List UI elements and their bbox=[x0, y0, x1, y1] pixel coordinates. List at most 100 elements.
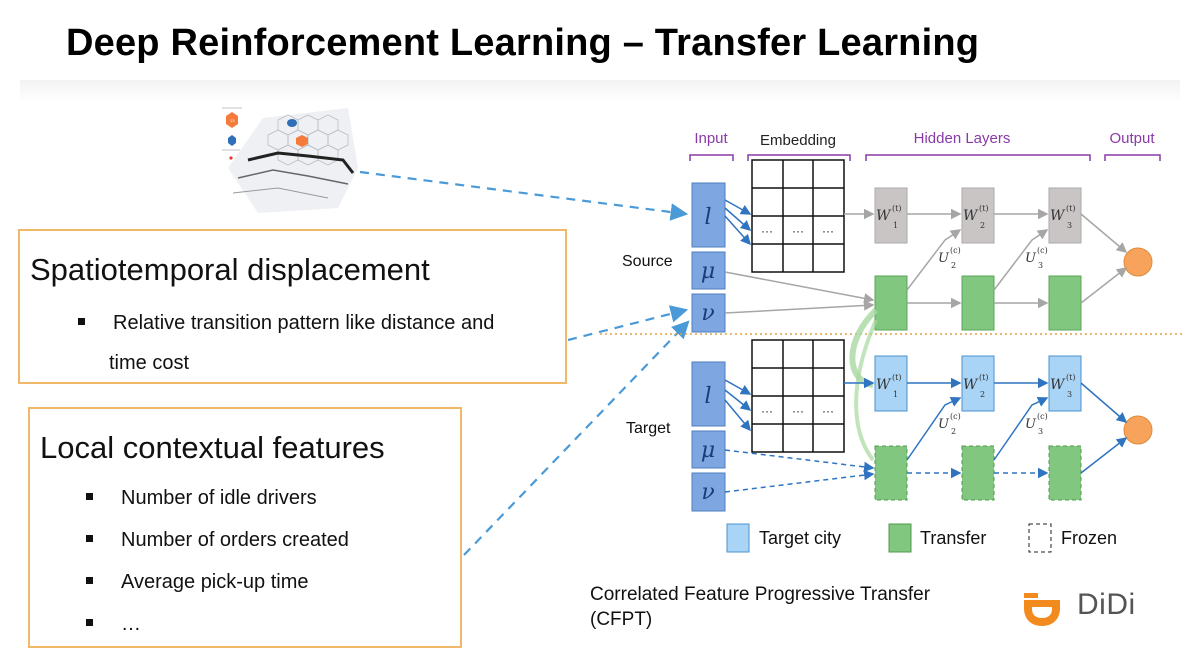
lateral-label: U bbox=[1025, 417, 1037, 432]
target-hidden-3 bbox=[1048, 355, 1082, 412]
feature-arrows bbox=[359, 170, 690, 556]
weight-label: W bbox=[963, 377, 979, 393]
spatiotemporal-bullet-cont: time cost bbox=[109, 352, 190, 374]
legend-target-swatch bbox=[726, 523, 750, 553]
bullet-text: Relative transition pattern like distanc… bbox=[113, 312, 495, 334]
local-features-heading: Local contextual features bbox=[40, 430, 385, 465]
weight-sub: 3 bbox=[1067, 390, 1072, 399]
legend-frozen-label: Frozen bbox=[1061, 528, 1117, 548]
source-transfer-1 bbox=[874, 275, 908, 331]
didi-logo-text: DiDi bbox=[1077, 588, 1136, 621]
didi-logo-mark bbox=[1024, 600, 1060, 626]
map-to-l-arrow bbox=[359, 170, 689, 221]
local-feature-item: Average pick-up time bbox=[86, 571, 309, 594]
bullet-text: Average pick-up time bbox=[121, 571, 309, 593]
bullet-text: Number of idle drivers bbox=[121, 487, 317, 509]
ellipsis: ··· bbox=[792, 224, 804, 238]
weight-sub: 2 bbox=[980, 390, 985, 399]
weight-label: W bbox=[876, 208, 892, 224]
bullet-dot bbox=[86, 493, 93, 501]
weight-label: W bbox=[1050, 377, 1066, 393]
output-label: Output bbox=[1109, 130, 1155, 147]
lateral-sub: 3 bbox=[1038, 261, 1043, 270]
caption-line1: Correlated Feature Progressive Transfer bbox=[590, 584, 931, 605]
local-feature-item: … bbox=[86, 613, 141, 636]
target-nu-symbol: ν bbox=[701, 480, 714, 505]
legend-transfer-swatch bbox=[888, 523, 912, 553]
target-frozen-1 bbox=[874, 445, 908, 501]
lateral-sup: (c) bbox=[950, 412, 961, 421]
target-l-input bbox=[691, 361, 726, 427]
source-transfer-3 bbox=[1048, 275, 1082, 331]
source-transfer-2 bbox=[961, 275, 995, 331]
source-nu-symbol: ν bbox=[701, 301, 714, 326]
lateral-sub: 2 bbox=[951, 427, 956, 436]
target-hidden-1 bbox=[874, 355, 908, 412]
source-nu-input bbox=[691, 293, 726, 333]
svg-text:13: 13 bbox=[230, 118, 235, 123]
target-frozen-2 bbox=[961, 445, 995, 501]
source-output-node bbox=[1123, 247, 1153, 277]
source-hidden-3 bbox=[1048, 187, 1082, 244]
legend-frozen-swatch bbox=[1028, 523, 1052, 553]
input-bracket bbox=[689, 154, 734, 161]
weight-sub: 3 bbox=[1067, 221, 1072, 230]
bullet-dot bbox=[86, 535, 93, 543]
lateral-sup: (c) bbox=[950, 246, 961, 255]
ellipsis: ··· bbox=[822, 224, 834, 238]
bullet-dot bbox=[86, 619, 93, 627]
input-label: Input bbox=[694, 130, 728, 147]
ellipsis: ··· bbox=[761, 404, 773, 418]
source-l-input bbox=[691, 182, 726, 248]
weight-sup: (t) bbox=[892, 373, 901, 382]
lateral-label: U bbox=[938, 417, 950, 432]
target-mu-input bbox=[691, 430, 726, 469]
target-mu-symbol: μ bbox=[701, 438, 715, 463]
target-embedding-grid bbox=[751, 339, 845, 453]
weight-sup: (t) bbox=[979, 373, 988, 382]
weight-sup: (t) bbox=[979, 204, 988, 213]
source-hidden-2 bbox=[961, 187, 995, 244]
spatiotemporal-box bbox=[18, 229, 567, 384]
bullet-dot bbox=[78, 318, 85, 326]
lateral-sup: (c) bbox=[1037, 246, 1048, 255]
lateral-sub: 3 bbox=[1038, 427, 1043, 436]
lateral-sup: (c) bbox=[1037, 412, 1048, 421]
embedding-label: Embedding bbox=[760, 132, 836, 149]
weight-label: W bbox=[963, 208, 979, 224]
weight-sub: 1 bbox=[893, 221, 898, 230]
bullet-text: … bbox=[121, 613, 141, 635]
title-divider bbox=[20, 80, 1180, 102]
target-output-node bbox=[1123, 415, 1153, 445]
ellipsis: ··· bbox=[822, 404, 834, 418]
context-to-v-arrow bbox=[463, 320, 690, 556]
hidden-bracket bbox=[865, 154, 1091, 161]
source-label: Source bbox=[622, 253, 673, 270]
source-mu-input bbox=[691, 251, 726, 290]
spatiotemporal-bullet: Relative transition pattern like distanc… bbox=[78, 312, 494, 335]
caption-line2: (CFPT) bbox=[590, 609, 653, 630]
lateral-sub: 2 bbox=[951, 261, 956, 270]
legend-transfer-label: Transfer bbox=[920, 528, 986, 548]
source-l-symbol: l bbox=[704, 205, 711, 230]
target-label: Target bbox=[626, 420, 671, 437]
bullet-dot bbox=[86, 577, 93, 585]
city-map-thumbnail: 13 bbox=[222, 107, 358, 213]
displacement-to-v-arrow bbox=[567, 305, 689, 342]
local-features-box bbox=[28, 407, 462, 648]
bullet-text: Number of orders created bbox=[121, 529, 349, 551]
hidden-layers-label: Hidden Layers bbox=[914, 130, 1011, 147]
source-hidden-1 bbox=[874, 187, 908, 244]
lateral-label: U bbox=[1025, 251, 1037, 266]
source-embedding-grid bbox=[751, 159, 845, 273]
output-bracket bbox=[1104, 154, 1161, 161]
target-nu-input bbox=[691, 472, 726, 512]
weight-sup: (t) bbox=[892, 204, 901, 213]
transfer-curve bbox=[854, 319, 878, 462]
embedding-bracket bbox=[747, 154, 851, 161]
local-feature-item: Number of orders created bbox=[86, 529, 349, 552]
legend-target-label: Target city bbox=[759, 528, 841, 548]
ellipsis: ··· bbox=[792, 404, 804, 418]
didi-logo bbox=[1024, 593, 1060, 626]
